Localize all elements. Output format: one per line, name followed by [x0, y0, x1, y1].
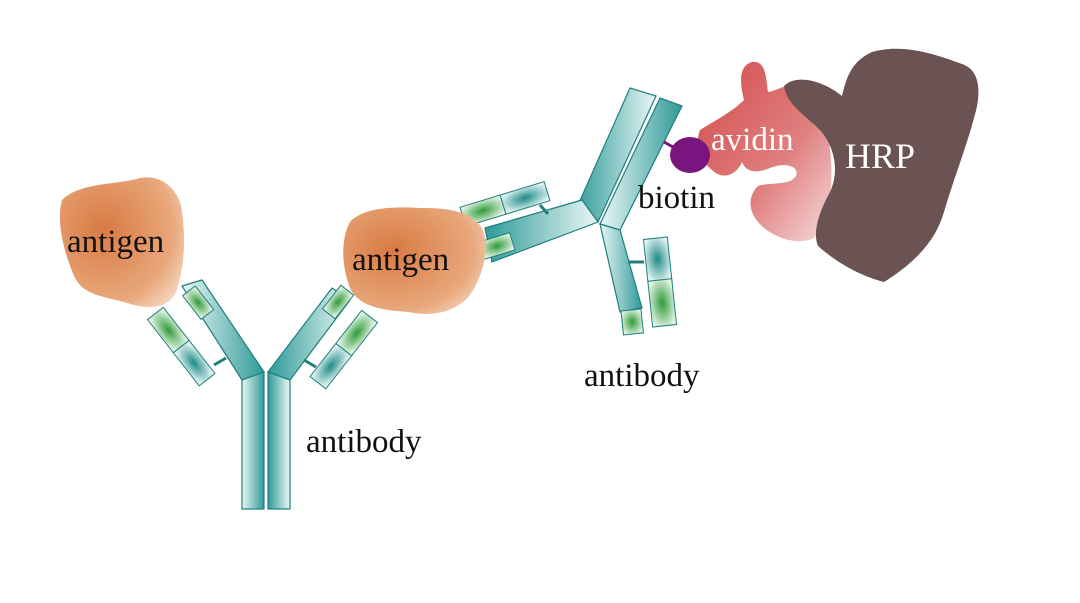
- antigen-center-label: antigen: [352, 242, 449, 278]
- primary-antibody-right-light-chain: [309, 309, 379, 390]
- primary-antibody: [146, 279, 379, 510]
- biotin-label: biotin: [638, 180, 715, 216]
- hrp-shape: [784, 48, 979, 282]
- secondary-antibody-lower-heavy-variable: [620, 308, 644, 336]
- antigen-left-shape: [59, 177, 184, 308]
- primary-antibody-stem-right: [267, 371, 291, 510]
- secondary-antibody: [459, 87, 683, 336]
- biotin-dot: [670, 137, 710, 173]
- antigen-center-shape: [343, 207, 486, 314]
- antigen-left-label: antigen: [67, 224, 164, 260]
- hrp-label: HRP: [845, 136, 915, 176]
- secondary-antibody-lower-light-chain: [642, 236, 678, 328]
- primary-antibody-label: antibody: [306, 424, 422, 460]
- primary-antibody-right-heavy-variable: [321, 284, 355, 320]
- secondary-antibody-label: antibody: [584, 358, 700, 394]
- avidin-label: avidin: [711, 122, 793, 158]
- primary-antibody-left-heavy-variable: [181, 285, 215, 321]
- primary-antibody-left-light-chain: [146, 306, 216, 387]
- primary-antibody-stem-left: [241, 371, 265, 510]
- secondary-antibody-lower-arm: [599, 223, 643, 313]
